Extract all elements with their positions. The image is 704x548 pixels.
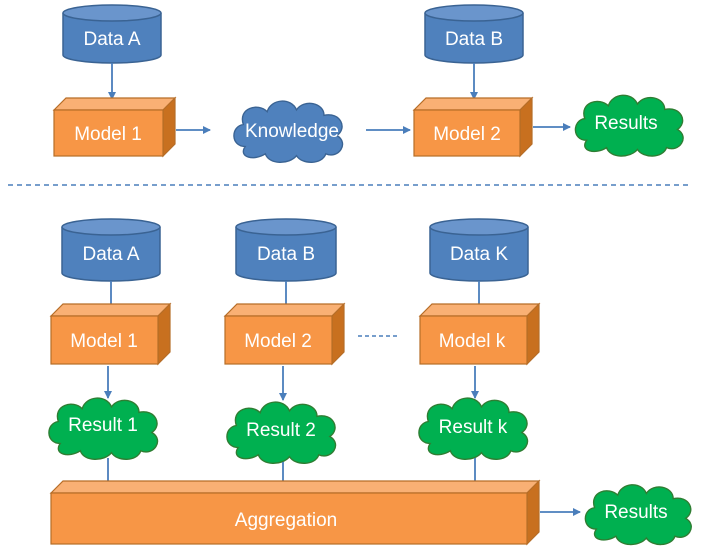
top-model-1-box: Model 1 xyxy=(52,96,177,158)
aggregation-box: Aggregation xyxy=(49,479,541,546)
top-model-2-box: Model 2 xyxy=(412,96,534,158)
result-1-cloud: Result 1 xyxy=(48,397,159,461)
bottom-model-1-box: Model 1 xyxy=(49,302,172,366)
bottom-results-label: Results xyxy=(604,502,667,523)
bottom-model-1-label: Model 1 xyxy=(70,331,138,352)
top-model-1-label: Model 1 xyxy=(74,124,142,145)
top-data-a-cylinder: Data A xyxy=(62,4,162,64)
result-1-label: Result 1 xyxy=(68,415,138,436)
result-k-label: Result k xyxy=(439,417,508,438)
aggregation-label: Aggregation xyxy=(235,510,337,531)
bottom-results-cloud: Results xyxy=(584,484,692,546)
result-k-cloud: Result k xyxy=(418,397,529,461)
bottom-model-2-box: Model 2 xyxy=(223,302,346,366)
top-data-b-label: Data B xyxy=(445,29,503,50)
bottom-data-a-cylinder: Data A xyxy=(61,218,161,282)
bottom-data-k-label: Data K xyxy=(450,244,508,265)
top-results-cloud: Results xyxy=(574,94,684,157)
top-data-b-cylinder: Data B xyxy=(424,4,524,64)
top-data-a-label: Data A xyxy=(83,29,140,50)
bottom-model-2-label: Model 2 xyxy=(244,331,312,352)
bottom-data-b-cylinder: Data B xyxy=(235,218,337,282)
bottom-data-b-label: Data B xyxy=(257,244,315,265)
top-results-label: Results xyxy=(594,113,657,134)
result-2-cloud: Result 2 xyxy=(226,401,337,465)
knowledge-label: Knowledge xyxy=(245,121,339,142)
bottom-model-k-label: Model k xyxy=(439,331,506,352)
bottom-data-a-label: Data A xyxy=(82,244,139,265)
result-2-label: Result 2 xyxy=(246,420,316,441)
knowledge-cloud: Knowledge xyxy=(233,100,344,164)
top-model-2-label: Model 2 xyxy=(433,124,501,145)
bottom-data-k-cylinder: Data K xyxy=(429,218,529,282)
bottom-model-k-box: Model k xyxy=(418,302,541,366)
